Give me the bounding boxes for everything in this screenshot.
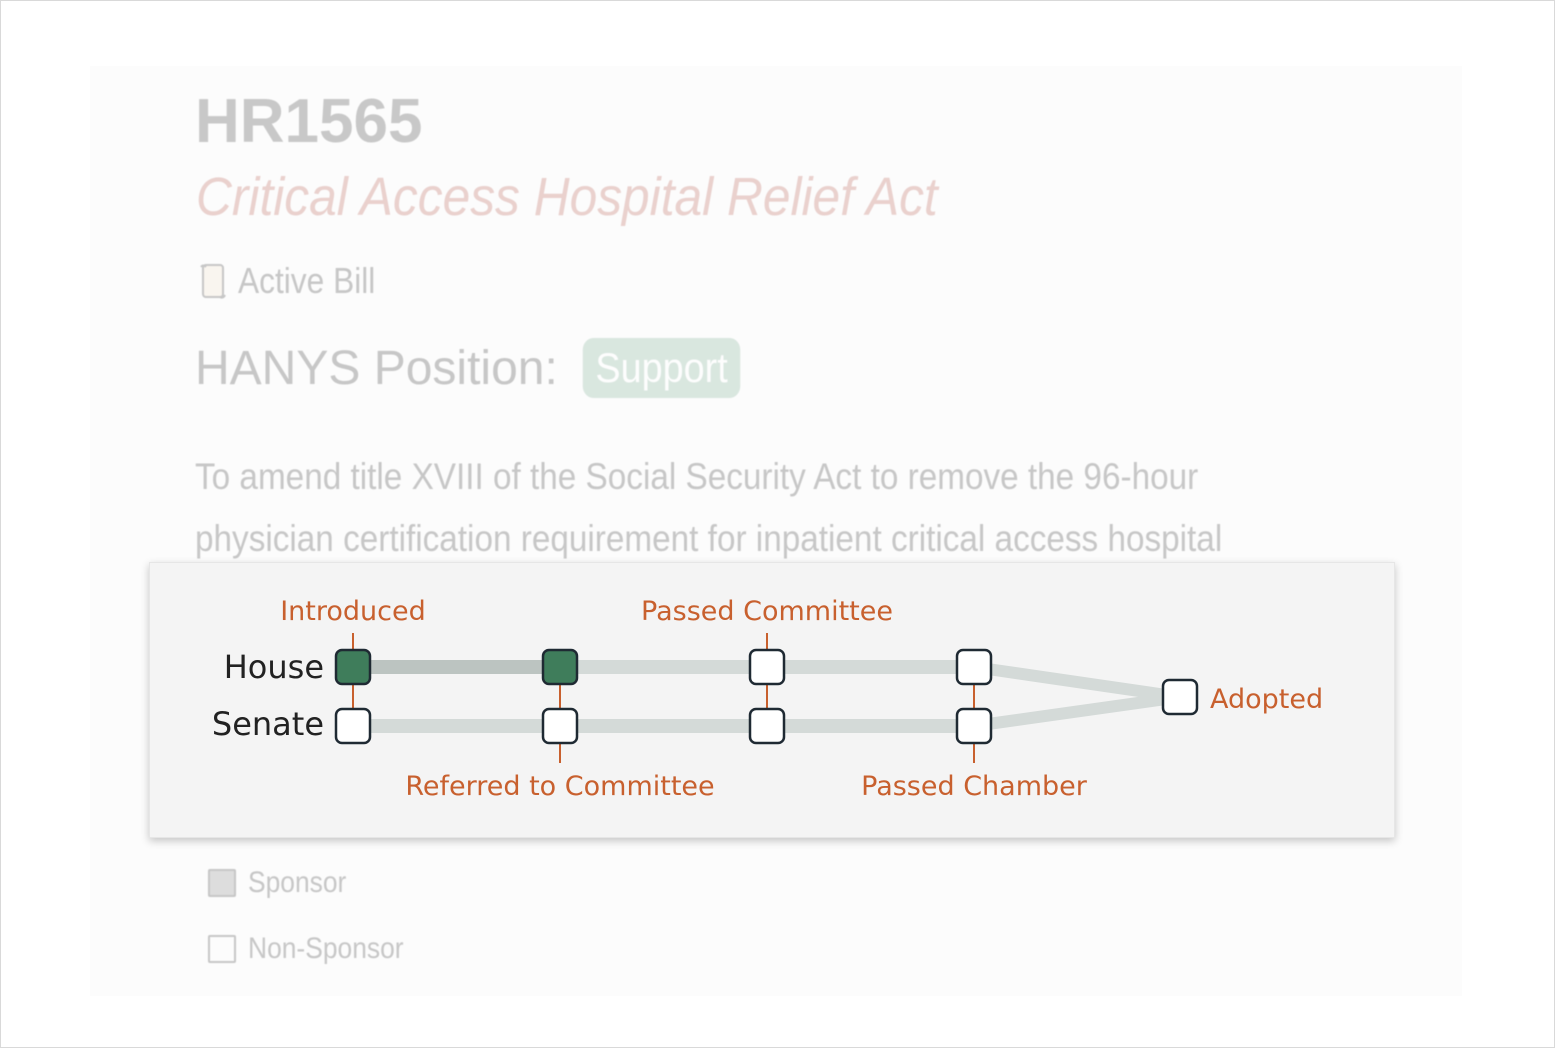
bill-page-background: [90, 66, 1462, 996]
bill-progress-tracker: House Senate Introduced Passed Committee…: [149, 562, 1395, 838]
senate-to-adopted-track: [968, 691, 1186, 732]
stage-ticks: [352, 633, 975, 763]
non-sponsor-checkbox[interactable]: [208, 935, 236, 963]
legend-non-sponsor[interactable]: Non-Sponsor: [208, 932, 425, 966]
senate-stage-node-2: [541, 707, 579, 745]
scroll-icon: [200, 264, 226, 299]
sponsor-checkbox[interactable]: [208, 869, 236, 897]
bill-title: Critical Access Hospital Relief Act: [196, 167, 938, 227]
chamber-label-house: House: [224, 648, 324, 686]
adopted-stage-node: [1161, 678, 1199, 716]
house-stage-node-1: [334, 648, 372, 686]
house-stage-node-2: [541, 648, 579, 686]
senate-stage-node-3: [748, 707, 786, 745]
track-lines: [346, 660, 1186, 733]
legend-non-sponsor-label: Non-Sponsor: [248, 932, 404, 965]
stage-label-introduced: Introduced: [280, 596, 426, 627]
senate-stage-node-4: [955, 707, 993, 745]
stage-label-passed-committee: Passed Committee: [641, 596, 893, 627]
bill-status: Active Bill: [198, 260, 394, 302]
stage-nodes: [334, 648, 1199, 745]
tracker-diagram: House Senate Introduced Passed Committee…: [212, 596, 1323, 802]
status-text: Active Bill: [238, 260, 376, 301]
position-badge: Support: [582, 338, 741, 398]
chamber-label-senate: Senate: [212, 705, 324, 743]
bill-id: HR1565: [195, 87, 423, 156]
legend-sponsor[interactable]: Sponsor: [208, 866, 360, 900]
house-to-adopted-track: [968, 661, 1186, 703]
senate-stage-node-1: [334, 707, 372, 745]
position-row: HANYS Position: Support: [195, 338, 749, 398]
legend-sponsor-label: Sponsor: [248, 866, 347, 899]
stage-label-adopted: Adopted: [1210, 684, 1323, 715]
house-stage-node-4: [955, 648, 993, 686]
position-label: HANYS Position:: [195, 341, 558, 395]
house-stage-node-3: [748, 648, 786, 686]
stage-label-passed-chamber: Passed Chamber: [861, 771, 1088, 802]
stage-label-referred-to-committee: Referred to Committee: [405, 771, 714, 802]
